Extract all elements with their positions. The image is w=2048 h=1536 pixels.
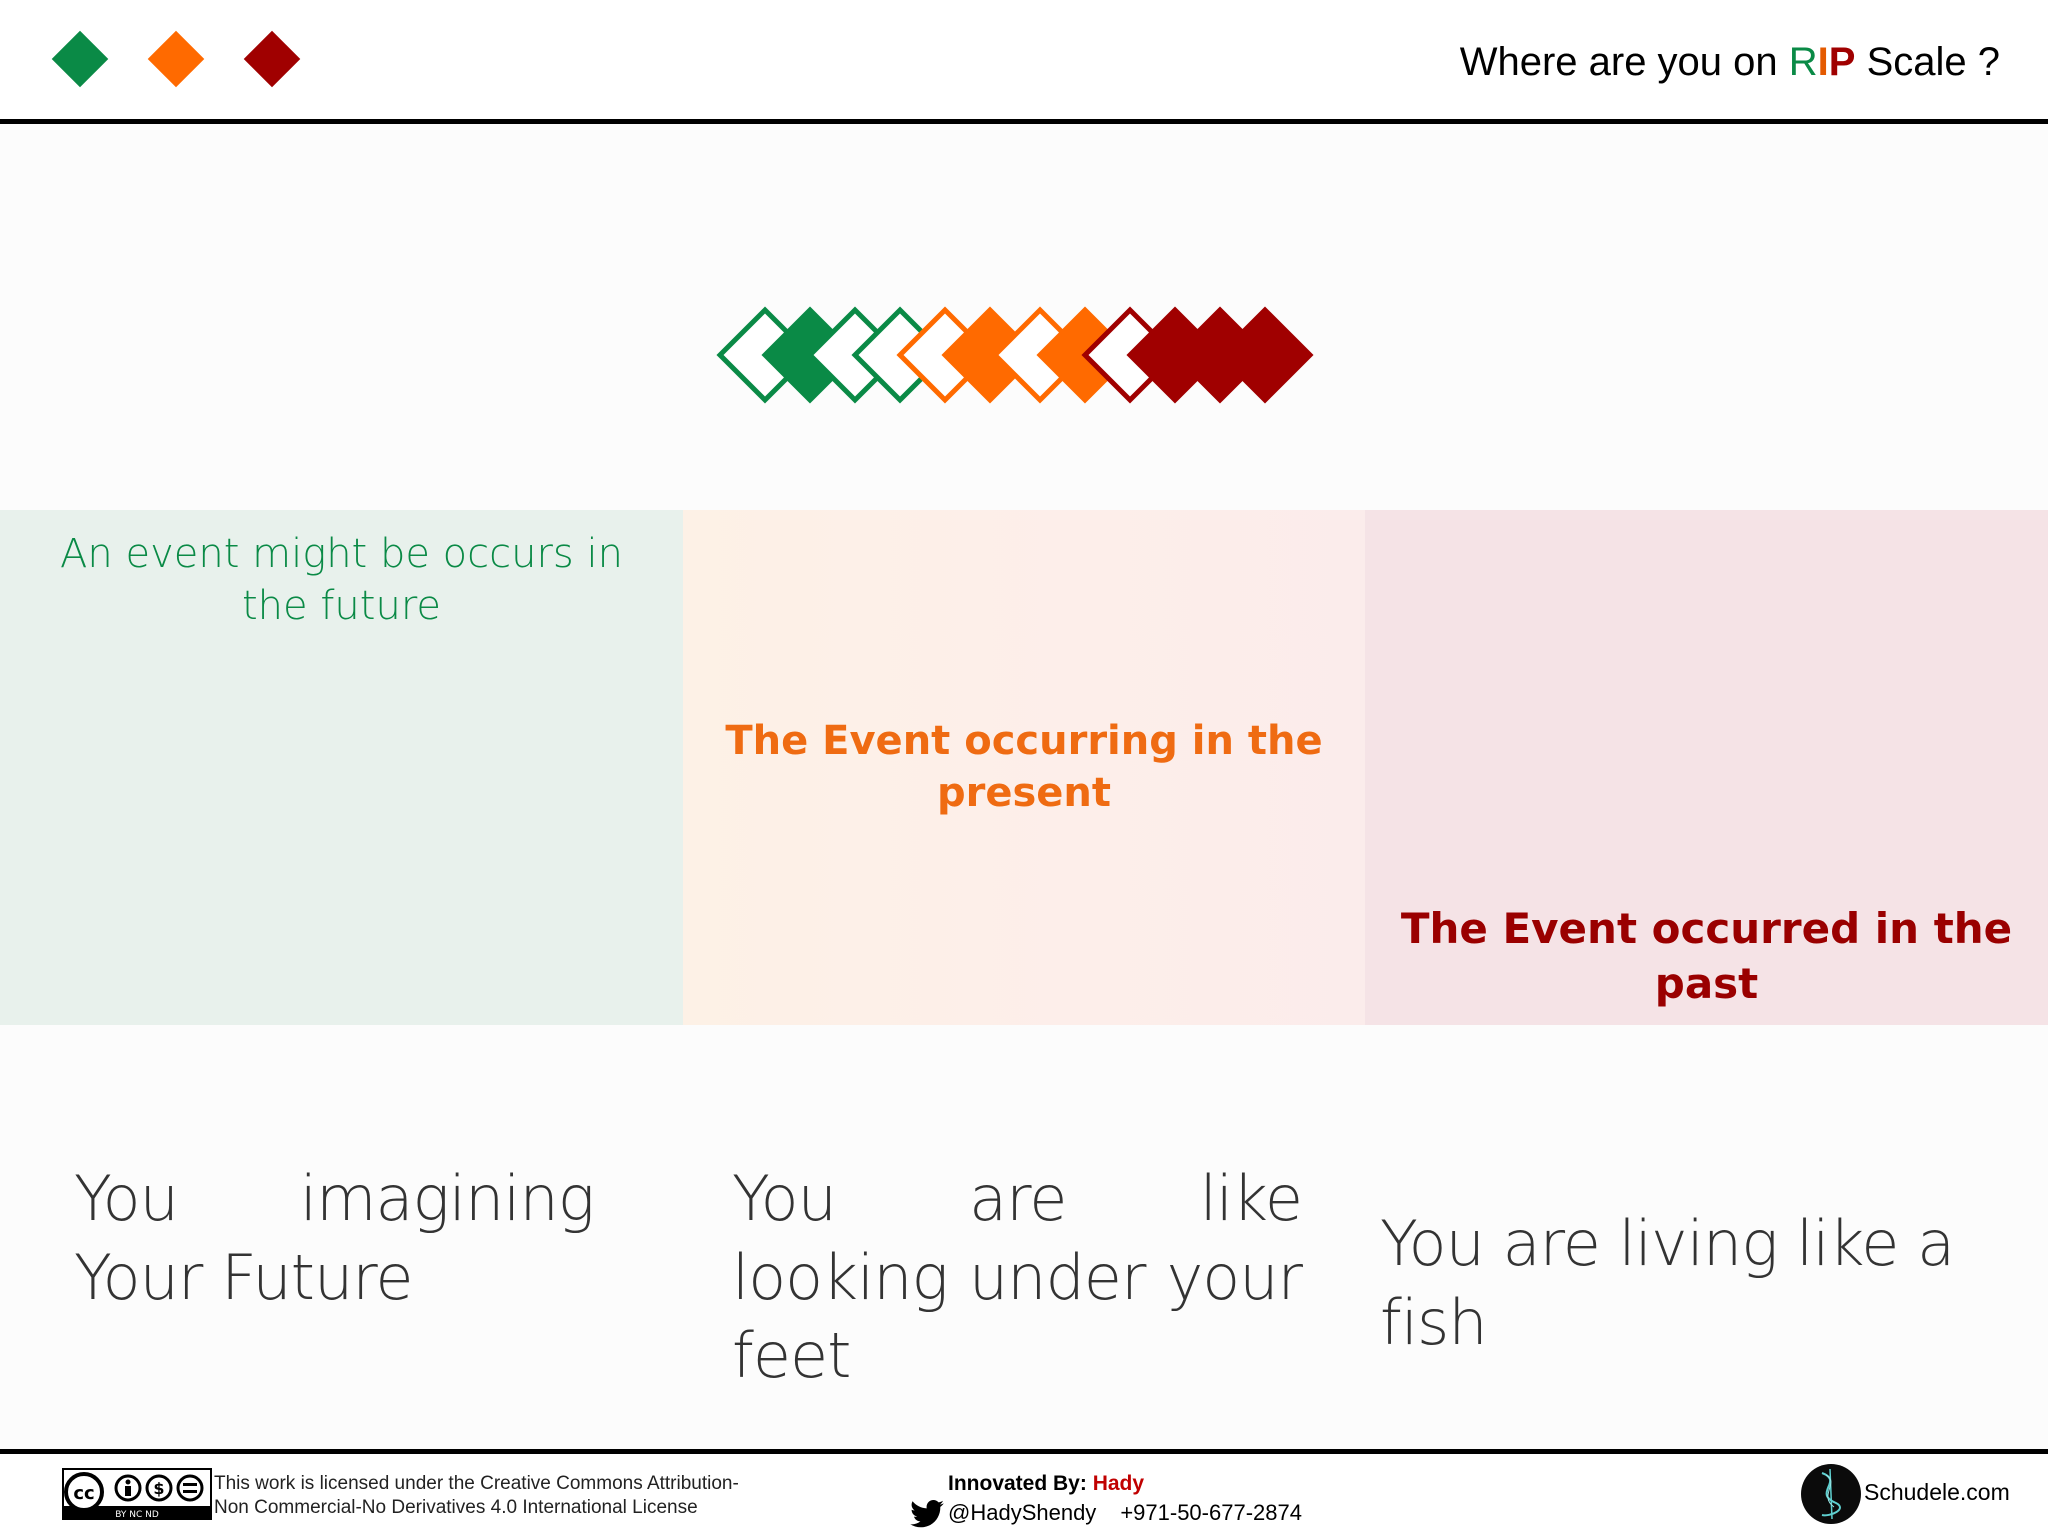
future-panel-text: An event might be occurs in the future [60,531,623,629]
rip-scale-graphic [716,306,1314,404]
future-description: You imagining Your Future [74,1162,595,1314]
cc-text: cc [73,1483,94,1504]
license-line-1: This work is licensed under the Creative… [214,1473,739,1494]
innovator-credit: Innovated By: Hady [948,1472,1144,1496]
title-letter-r: R [1788,40,1818,84]
brand-name[interactable]: Schudele.com [1864,1479,2010,1505]
title-letter-p: P [1828,40,1856,84]
green-diamond-icon [51,30,109,88]
red-diamond-icon [243,30,301,88]
contact-line: @HadyShendy +971-50-677-2874 [910,1500,1302,1528]
past-description: You are living like a fish [1380,1207,1955,1359]
past-panel: The Event occurred in the past [1365,510,2048,1025]
innovated-label: Innovated By: [948,1472,1093,1495]
title-prefix: Where are you on [1459,40,1789,84]
twitter-bird-icon [910,1500,944,1528]
license-line-2: Non Commercial-No Derivatives 4.0 Intern… [214,1496,698,1518]
title-suffix: Scale ? [1855,40,2000,84]
present-description: You are like looking under your feet [732,1162,1303,1393]
phone-number[interactable]: +971-50-677-2874 [1120,1500,1302,1525]
present-panel-text: The Event occurring in the present [725,718,1323,816]
twitter-handle[interactable]: @HadyShendy [948,1500,1097,1525]
header-bar: Where are you on RIP Scale ? [0,0,2048,120]
past-panel-text: The Event occurred in the past [1400,904,2013,1008]
scale-chevron-red-filled-3 [1216,306,1314,404]
footer-divider [0,1449,2048,1454]
svg-text:$: $ [153,1479,164,1498]
title-letter-i: I [1817,40,1829,84]
license-text[interactable]: This work is licensed under the Creative… [214,1472,739,1520]
innovator-name: Hady [1092,1472,1145,1495]
header-divider [0,119,2048,124]
footer: cc $ BY NC ND This work is licensed unde… [0,1454,2048,1536]
cc-terms: BY NC ND [115,1510,159,1520]
creative-commons-badge-icon[interactable]: cc $ BY NC ND [62,1468,212,1520]
schudele-logo-icon[interactable] [1800,1463,1862,1525]
future-panel: An event might be occurs in the future [0,510,683,1025]
orange-diamond-icon [147,30,205,88]
page-title: Where are you on RIP Scale ? [1460,40,2000,85]
present-panel: The Event occurring in the present [683,510,1365,1025]
